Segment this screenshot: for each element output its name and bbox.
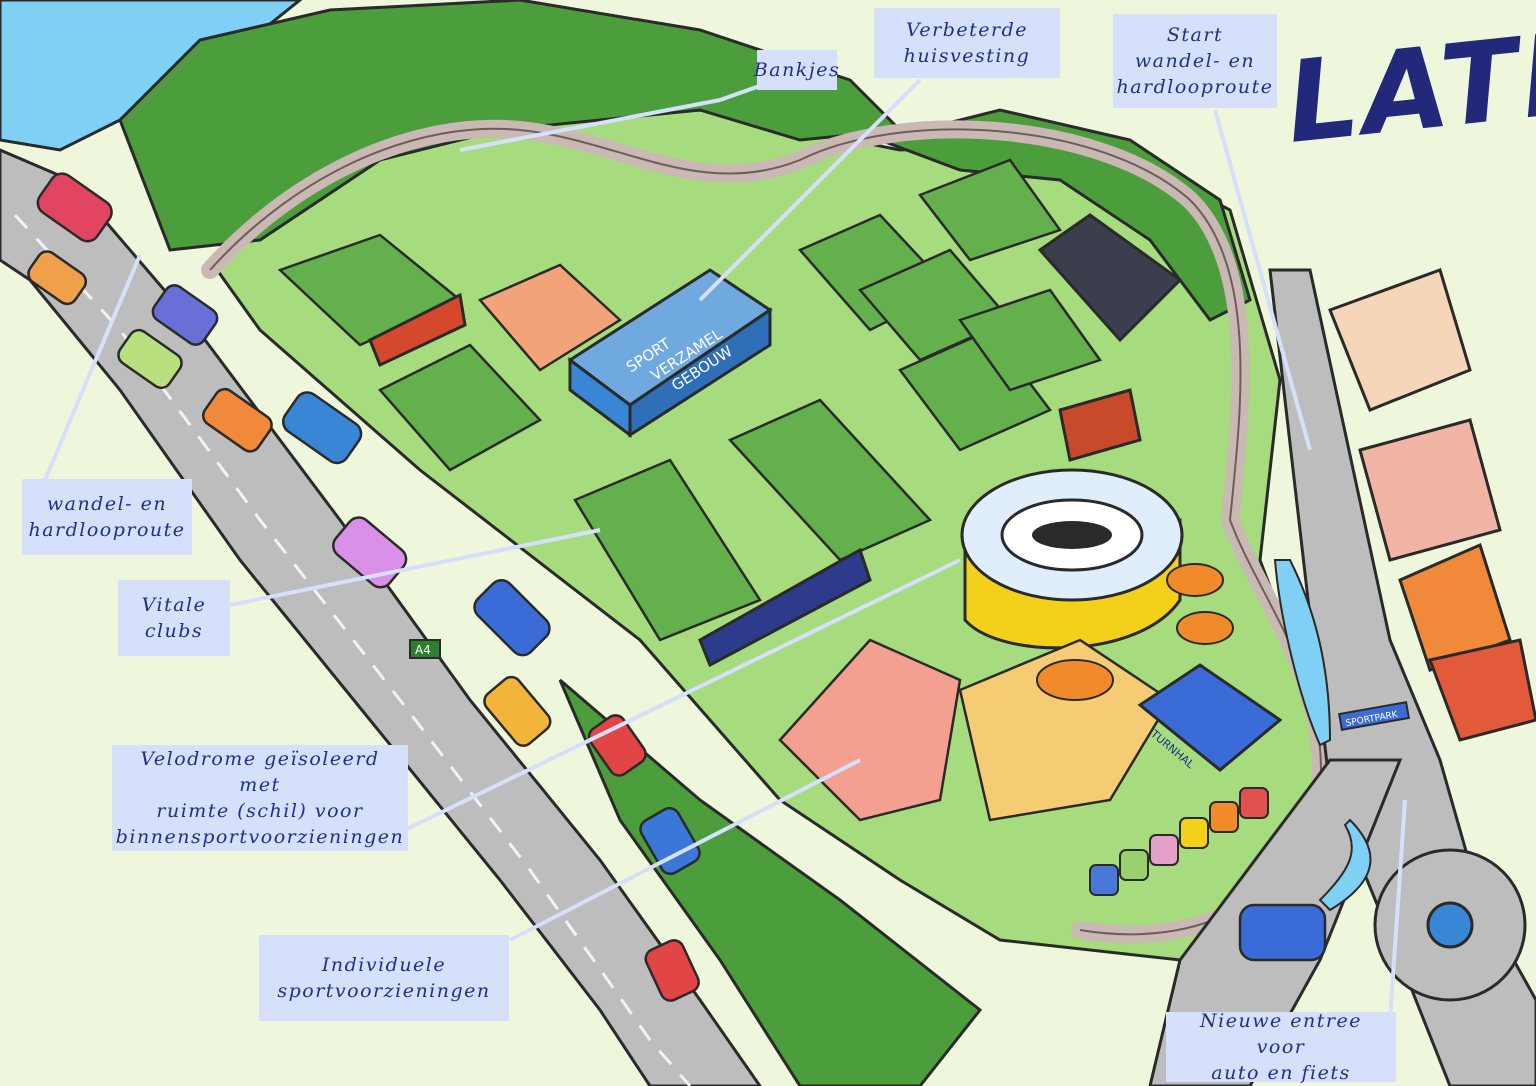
stand: [368, 292, 467, 368]
car: [281, 391, 363, 465]
highway-cars: [27, 172, 1327, 1002]
pond: [1273, 559, 1332, 747]
turnhal: [1137, 663, 1283, 772]
car: [587, 714, 647, 777]
label-verbeterde-huisvesting: Verbeterde huisvesting: [874, 8, 1060, 78]
stand: [1058, 388, 1142, 462]
a4-road-sign-text: A4: [415, 643, 431, 657]
label-individuele-sportvoorzieningen: Individuele sportvoorzieningen: [259, 935, 509, 1021]
roundabout-center: [1426, 901, 1474, 949]
label-vitale-clubs: Vitale clubs: [118, 580, 230, 656]
house: [1328, 268, 1472, 412]
car: [332, 516, 408, 589]
label-line: wandel- en: [1134, 50, 1256, 72]
field: [377, 343, 543, 472]
car: [201, 387, 273, 453]
label-line: hardlooproute: [1116, 76, 1274, 98]
label-line: Bankjes: [753, 59, 841, 81]
label-line: wandel- en: [46, 493, 168, 515]
label-nieuwe-entree: Nieuwe entree voor auto en fiets: [1166, 1010, 1396, 1084]
car: [483, 675, 552, 747]
umbrellas: [1036, 563, 1234, 701]
car: [27, 250, 88, 306]
label-line: hardlooproute: [28, 519, 186, 541]
car: [639, 806, 701, 876]
label-line: auto en fiets: [1211, 1062, 1351, 1084]
label-line: binnensportvoorzieningen: [115, 826, 405, 848]
parked-cars: [1089, 787, 1269, 896]
callout-lines: [43, 56, 1407, 1021]
car: [117, 328, 183, 390]
sports-fields: [277, 158, 1103, 642]
house: [1398, 542, 1512, 672]
house: [1427, 638, 1536, 742]
car: [473, 579, 551, 657]
label-line: Verbeterde: [905, 19, 1029, 41]
velodrome: [960, 468, 1184, 650]
play-area: [778, 638, 962, 822]
house: [1358, 418, 1502, 562]
label-line: Individuele: [321, 954, 447, 976]
sport-verzamel-gebouw: SPORT VERZAMEL GEBOUW: [567, 268, 773, 438]
label-line: Vitale: [141, 594, 207, 616]
label-bankjes: Bankjes: [753, 50, 841, 90]
label-line: Velodrome geïsoleerd met: [140, 748, 380, 796]
label-line: Nieuwe entree voor: [1200, 1010, 1362, 1058]
label-line: ruimte (schil) voor: [156, 800, 364, 822]
a4-road-sign: [409, 639, 441, 659]
houses: [1328, 268, 1536, 742]
pond: [1318, 818, 1372, 912]
label-line: huisvesting: [903, 45, 1031, 67]
label-velodrome: Velodrome geïsoleerd met ruimte (schil) …: [112, 745, 408, 851]
car: [1238, 903, 1327, 962]
highway-lane: [13, 213, 692, 1086]
field: [957, 288, 1103, 392]
clubhouse-roof: [1037, 213, 1183, 343]
label-wandel-route: wandel- en hardlooproute: [22, 479, 192, 555]
car: [644, 939, 700, 1002]
label-line: clubs: [144, 620, 204, 642]
car: [151, 284, 219, 346]
highway: [0, 148, 762, 1086]
field: [917, 158, 1063, 262]
stand: [698, 547, 872, 668]
field: [573, 458, 762, 642]
car: [36, 172, 113, 243]
athletics-track: [477, 263, 623, 372]
sportpark-sign: [1337, 701, 1411, 731]
label-start-route: Start wandel- en hardlooproute: [1113, 14, 1277, 108]
field: [727, 398, 933, 562]
label-line: sportvoorzieningen: [277, 980, 491, 1002]
label-line: Start: [1166, 24, 1224, 46]
terrace: [958, 638, 1172, 822]
